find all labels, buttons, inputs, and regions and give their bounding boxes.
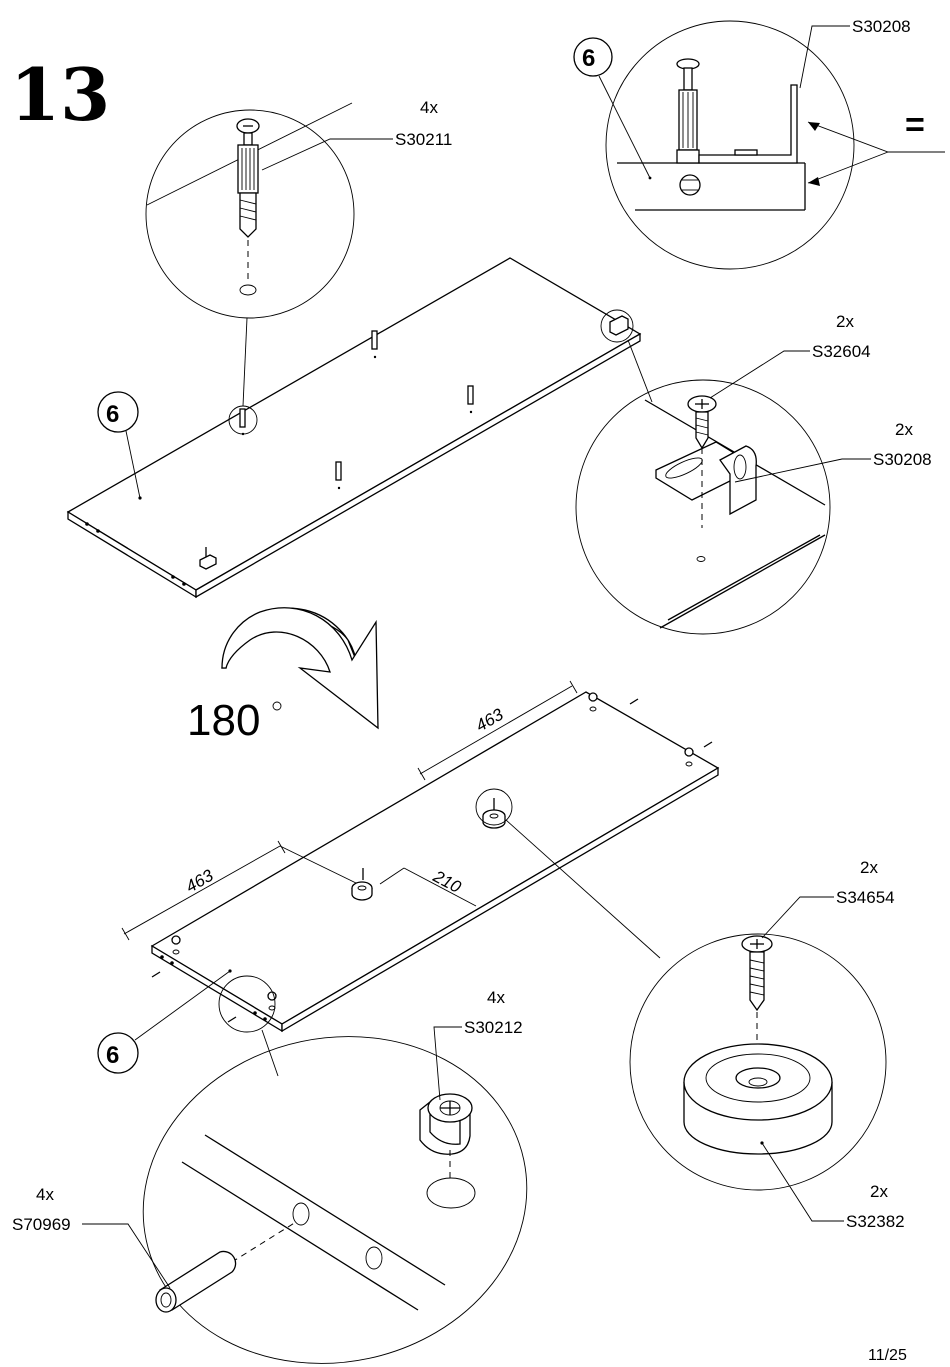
bracket-code: S30208 [873,450,932,469]
dowel-qty: 4x [36,1185,54,1204]
dowel-code: S70969 [12,1215,71,1234]
bracket-screw-code: S32604 [812,342,871,361]
cam-lock-icon [171,692,694,1011]
cam-bolt-detail [145,102,355,319]
bracket-icon [698,84,798,164]
panel-badge-circle [97,391,139,433]
cam-lock-icon [419,1093,473,1155]
foot-screw-qty: 2x [860,858,878,877]
cam-lock-qty: 4x [487,988,505,1007]
step-number: 13 [10,52,110,137]
panel-badge-circle [97,1032,139,1074]
dimension-length-a: 463 [473,705,508,736]
panel-badge-bottom: 6 [106,1042,119,1069]
bottom-panel: 6 [97,680,720,1074]
turn-label: 180 [187,696,260,745]
rotate-arrow-icon [221,607,379,730]
dowel-icon [151,698,713,1023]
foot-pad-detail [629,933,887,1191]
cam-lock-dowel-detail [142,1036,528,1364]
foot-pad-code: S32382 [846,1212,905,1231]
top-panel: 6 [66,257,642,599]
bracket-edge-code: S30208 [852,17,911,36]
bracket-edge-detail [605,20,855,270]
bracket-icon [199,315,629,570]
cam-bolt-code: S30211 [395,130,452,149]
cam-bolt-icon [676,58,700,164]
cam-bolt-qty: 4x [420,98,438,117]
bracket-icon [655,441,757,516]
equals-sign: = [905,106,925,144]
panel-badge-circle [573,37,613,77]
degree-sign [272,701,282,711]
foot-pad-icon [351,798,506,901]
bracket-qty: 2x [895,420,913,439]
panel-badge-top: 6 [106,401,119,428]
page-number: 11/25 [868,1347,907,1364]
foot-pad-qty: 2x [870,1182,888,1201]
cam-bolt-icon [236,118,260,238]
foot-pad-icon [683,1043,833,1155]
foot-screw-code: S34654 [836,888,895,907]
panel-badge-edge: 6 [582,45,595,72]
dimension-length-b: 463 [183,866,218,897]
bracket-screw-qty: 2x [836,312,854,331]
screw-icon [687,395,717,450]
dowel-icon [155,1250,237,1313]
cam-lock-code: S30212 [464,1018,523,1037]
screw-icon [741,935,773,1012]
bracket-screw-detail [575,379,831,635]
